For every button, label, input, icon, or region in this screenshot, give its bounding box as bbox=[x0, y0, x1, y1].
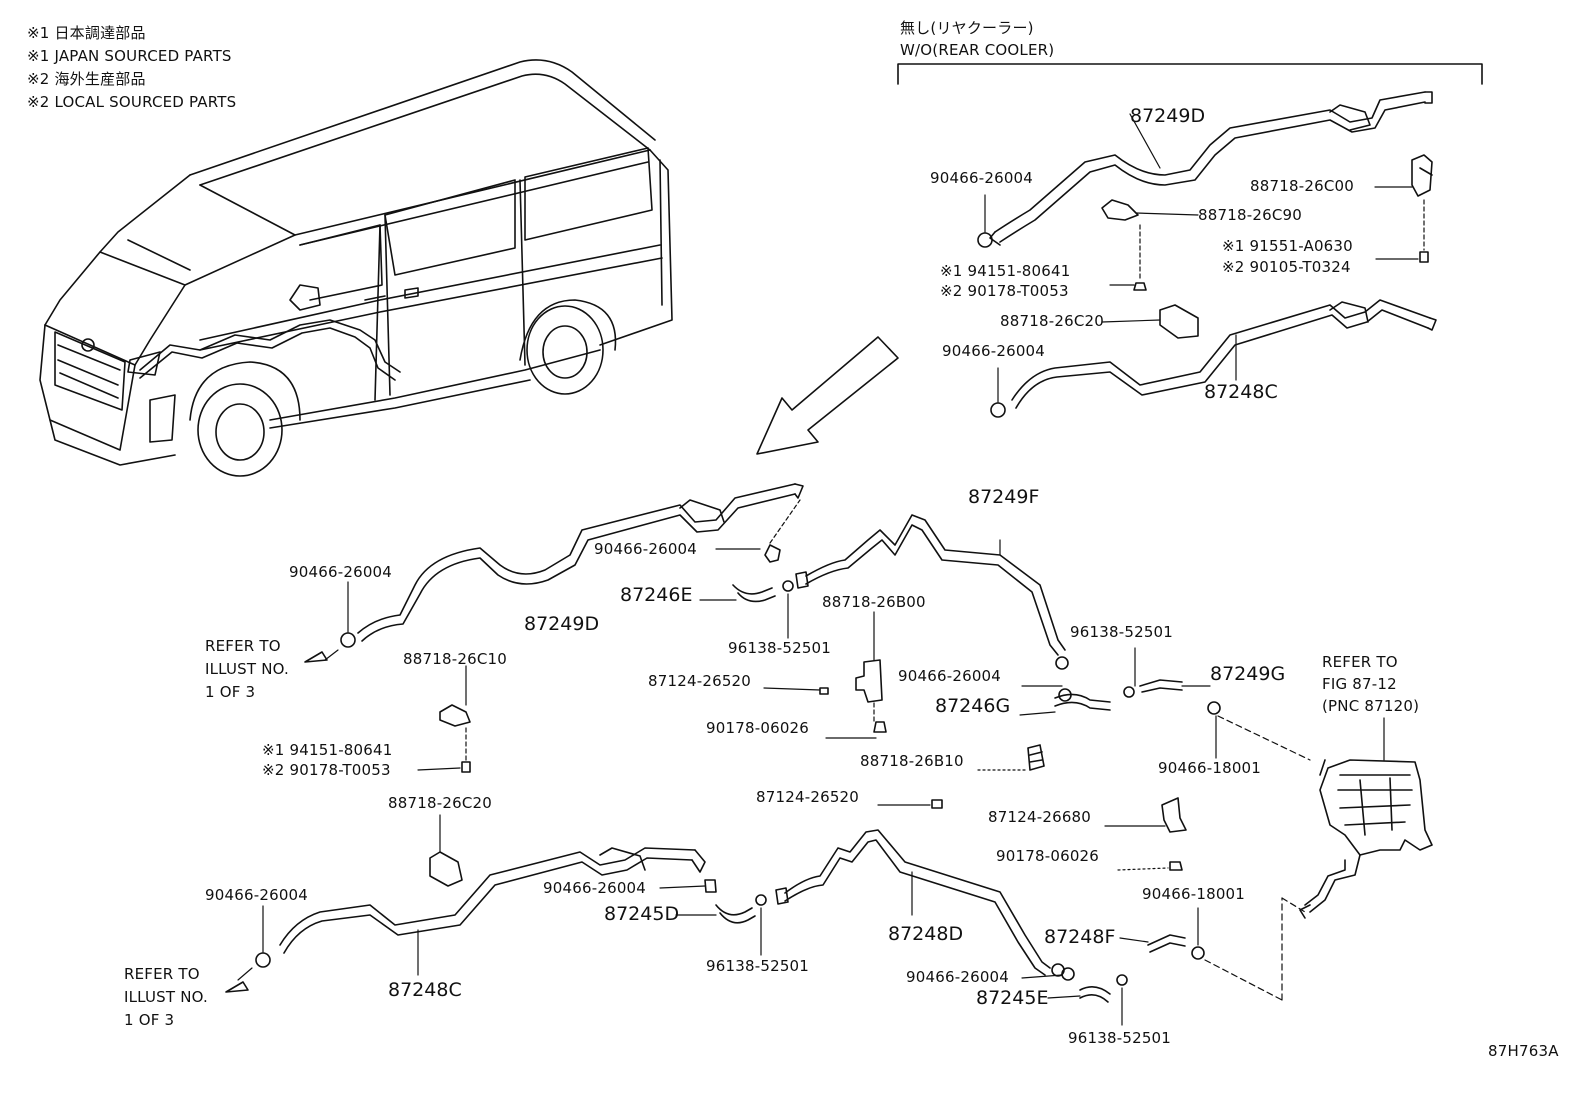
rear-cooler-bracket bbox=[897, 63, 1483, 85]
part-label: 88718-26C20 bbox=[388, 794, 492, 812]
rear-cooler-label-jp: 無し(リヤクーラー) bbox=[900, 19, 1034, 37]
part-label: 88718-26B00 bbox=[822, 593, 926, 611]
part-label: 87124-26520 bbox=[756, 788, 860, 806]
rear-cooler-label-en: W/O(REAR COOLER) bbox=[900, 41, 1055, 59]
note-line-4: ※2 LOCAL SOURCED PARTS bbox=[27, 93, 237, 111]
part-label: 90466-26004 bbox=[930, 169, 1034, 187]
figure-id: 87H763A bbox=[1488, 1042, 1559, 1060]
refer-arrows bbox=[225, 651, 328, 993]
part-label: 87245D bbox=[604, 903, 680, 925]
mid-hoses bbox=[732, 544, 1221, 715]
part-label: 96138-52501 bbox=[706, 957, 810, 975]
mid-pipe-87249D bbox=[340, 483, 804, 648]
part-label: 90466-26004 bbox=[942, 342, 1046, 360]
mid-leaders bbox=[324, 499, 1385, 871]
refer-text: REFER TO bbox=[205, 637, 281, 655]
note-line-3: ※2 海外生産部品 bbox=[27, 70, 146, 88]
note-line-2: ※1 JAPAN SOURCED PARTS bbox=[27, 47, 232, 65]
part-label: 87248C bbox=[1204, 381, 1278, 403]
tr-leaders bbox=[984, 113, 1425, 403]
note-line-1: ※1 日本調達部品 bbox=[27, 24, 146, 42]
part-label: 87249G bbox=[1210, 663, 1286, 685]
part-label: 90466-26004 bbox=[289, 563, 393, 581]
part-label: 87124-26680 bbox=[988, 808, 1092, 826]
part-label: ※1 91551-A0630 bbox=[1222, 237, 1353, 255]
refer-text: ILLUST NO. bbox=[124, 988, 209, 1006]
part-label: 87248C bbox=[388, 979, 462, 1001]
part-label: 96138-52501 bbox=[1068, 1029, 1172, 1047]
mid-pipe-87249F bbox=[795, 514, 1069, 670]
refer-fig-text: FIG 87-12 bbox=[1322, 675, 1397, 693]
refer-fig-text: REFER TO bbox=[1322, 653, 1398, 671]
part-label: 96138-52501 bbox=[1070, 623, 1174, 641]
part-label: 90178-06026 bbox=[996, 847, 1100, 865]
part-label: 87124-26520 bbox=[648, 672, 752, 690]
tr-pipe-87248C bbox=[990, 299, 1437, 418]
part-label: ※1 94151-80641 bbox=[262, 741, 393, 759]
part-label: 90466-18001 bbox=[1142, 885, 1246, 903]
part-label: 90178-06026 bbox=[706, 719, 810, 737]
part-label: ※2 90178-T0053 bbox=[940, 282, 1069, 300]
part-label: 88718-26C00 bbox=[1250, 177, 1354, 195]
evaporator-unit bbox=[1299, 759, 1433, 919]
part-label: 87246G bbox=[935, 695, 1011, 717]
tr-pipe-87249D bbox=[977, 91, 1433, 248]
bot-pipe-87248C bbox=[255, 847, 706, 968]
refer-text: ILLUST NO. bbox=[205, 660, 290, 678]
bot-leaders bbox=[237, 814, 1306, 1026]
part-label: 88718-26B10 bbox=[860, 752, 964, 770]
part-label: 87249F bbox=[968, 486, 1040, 508]
part-label: 88718-26C10 bbox=[403, 650, 507, 668]
part-label: 87249D bbox=[524, 613, 600, 635]
tr-small-parts bbox=[1101, 154, 1433, 339]
part-label: 87248D bbox=[888, 923, 964, 945]
part-label: 88718-26C90 bbox=[1198, 206, 1302, 224]
bot-hoses bbox=[704, 879, 1205, 1003]
part-label: 87246E bbox=[620, 584, 693, 606]
part-label: 96138-52501 bbox=[728, 639, 832, 657]
van-illustration bbox=[39, 59, 673, 477]
bot-pipe-87248D bbox=[775, 829, 1065, 977]
refer-fig-text: (PNC 87120) bbox=[1322, 697, 1420, 715]
part-label: ※2 90178-T0053 bbox=[262, 761, 391, 779]
part-label: 87245E bbox=[976, 987, 1049, 1009]
refer-text: 1 OF 3 bbox=[124, 1011, 175, 1029]
part-label: 90466-26004 bbox=[906, 968, 1010, 986]
part-label: 90466-26004 bbox=[594, 540, 698, 558]
part-label: 87249D bbox=[1130, 105, 1206, 127]
part-label: 90466-18001 bbox=[1158, 759, 1262, 777]
part-label: 87248F bbox=[1044, 926, 1116, 948]
part-label: 90466-26004 bbox=[205, 886, 309, 904]
refer-text: REFER TO bbox=[124, 965, 200, 983]
part-label: ※2 90105-T0324 bbox=[1222, 258, 1351, 276]
refer-text: 1 OF 3 bbox=[205, 683, 256, 701]
direction-arrow bbox=[756, 336, 899, 455]
part-label: 88718-26C20 bbox=[1000, 312, 1104, 330]
part-label: ※1 94151-80641 bbox=[940, 262, 1071, 280]
part-label: 90466-26004 bbox=[898, 667, 1002, 685]
part-label: 90466-26004 bbox=[543, 879, 647, 897]
